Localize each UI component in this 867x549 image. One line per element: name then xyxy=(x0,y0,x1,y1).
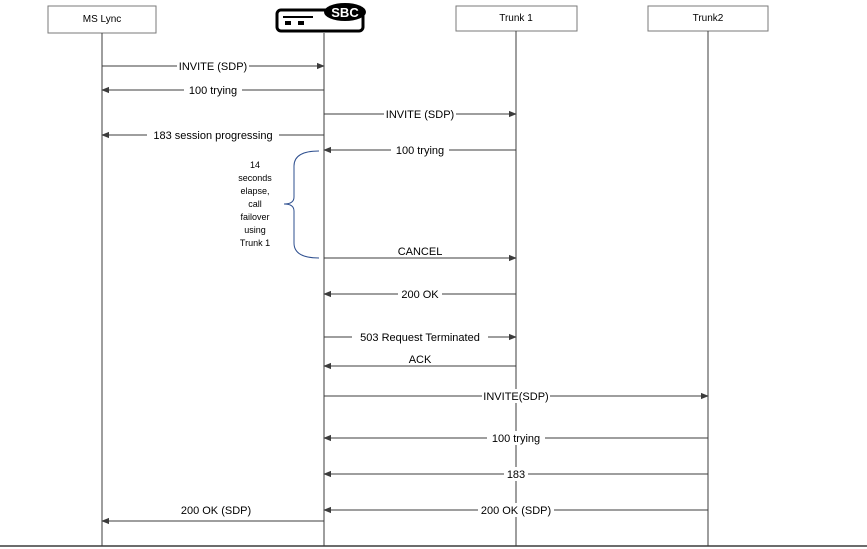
participant-lync-label: MS Lync xyxy=(83,14,122,25)
message-8: ACK xyxy=(323,354,516,370)
note-line: 14 xyxy=(250,160,260,170)
participant-trunk2-label: Trunk2 xyxy=(693,13,724,24)
message-label: INVITE(SDP) xyxy=(483,391,548,403)
failover-note: 14 seconds elapse, call failover using T… xyxy=(238,150,320,259)
note-line: elapse, xyxy=(240,186,269,196)
message-0: INVITE (SDP) xyxy=(102,59,325,73)
participant-lync: MS Lync xyxy=(47,5,157,34)
message-7: 503 Request Terminated xyxy=(324,330,517,344)
message-label: INVITE (SDP) xyxy=(179,61,247,73)
message-label: 100 trying xyxy=(189,85,237,97)
message-label: ACK xyxy=(409,354,432,366)
participant-trunk1: Trunk 1 xyxy=(455,5,578,32)
sbc-device-icon: SBC xyxy=(275,3,366,33)
message-label: 183 session progressing xyxy=(153,130,272,142)
note-line: using xyxy=(244,225,266,235)
note-line: Trunk 1 xyxy=(240,238,270,248)
message-2: INVITE (SDP) xyxy=(324,107,517,121)
note-line: seconds xyxy=(238,173,272,183)
participant-trunk2: Trunk2 xyxy=(647,5,769,32)
message-label: CANCEL xyxy=(398,246,443,258)
participant-trunk1-label: Trunk 1 xyxy=(499,13,533,24)
message-label: 200 OK xyxy=(401,289,439,301)
message-label: 100 trying xyxy=(492,433,540,445)
note-line: call xyxy=(248,199,262,209)
note-line: failover xyxy=(240,212,269,222)
message-9: INVITE(SDP) xyxy=(324,389,709,403)
message-6: 200 OK xyxy=(323,287,516,301)
participant-sbc: SBC xyxy=(275,3,366,33)
message-3: 183 session progressing xyxy=(101,128,324,142)
message-label: 183 xyxy=(507,469,525,481)
curly-brace-icon xyxy=(283,150,320,259)
message-label: 503 Request Terminated xyxy=(360,332,480,344)
message-5: CANCEL xyxy=(324,246,517,262)
message-12: 200 OK (SDP) xyxy=(323,503,708,517)
message-label: INVITE (SDP) xyxy=(386,109,454,121)
message-label: 200 OK (SDP) xyxy=(181,505,251,517)
message-4: 100 trying xyxy=(323,143,516,157)
message-13: 200 OK (SDP) xyxy=(101,505,324,525)
message-10: 100 trying xyxy=(323,431,708,445)
message-label: 100 trying xyxy=(396,145,444,157)
participant-sbc-label: SBC xyxy=(331,5,359,20)
message-1: 100 trying xyxy=(101,83,324,97)
message-11: 183 xyxy=(323,467,708,481)
message-label: 200 OK (SDP) xyxy=(481,505,551,517)
